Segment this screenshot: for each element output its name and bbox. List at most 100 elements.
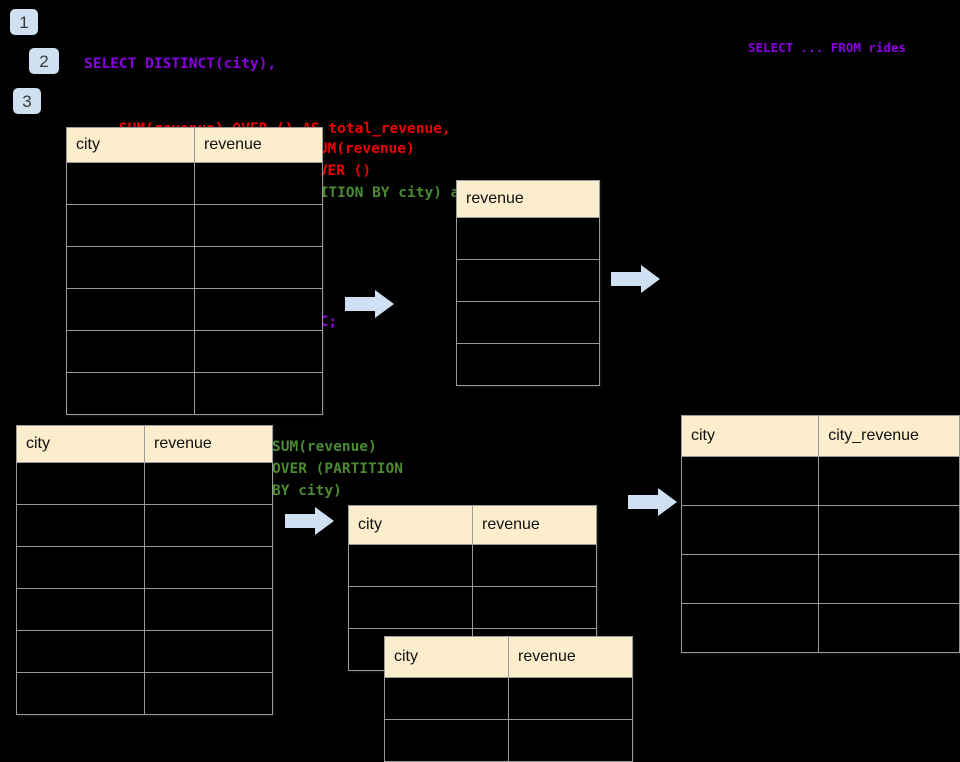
cell-revenue [472,544,597,587]
step-badge-3: 3 [13,88,41,114]
table-row [456,259,600,302]
cell-city [680,554,820,604]
cell-city [384,677,509,720]
cell-city [16,504,145,547]
cell-city [384,719,509,762]
cell-city [16,672,145,715]
column-header-city: city [66,127,195,163]
cell-city-revenue [818,554,960,604]
cell-revenue [144,588,273,631]
step-badge-1: 1 [10,9,38,35]
table-total-revenue: revenue [456,180,600,386]
flow-arrow-right-icon [611,265,660,293]
table-header-row: city revenue [16,425,273,463]
cell-revenue [194,204,323,247]
column-header-city: city [348,505,473,545]
column-header-revenue: revenue [456,180,600,218]
column-header-city: city [680,415,820,457]
cell-city [680,505,820,555]
annotation-over-partition: SUM(revenue) OVER (PARTITION BY city) [272,439,403,499]
cell-city [66,246,195,289]
cell-revenue [472,586,597,629]
cell-city-revenue [818,456,960,506]
cell-city [16,630,145,673]
column-header-city: city [384,636,509,678]
cell-city [348,586,473,629]
table-row [384,719,633,762]
table-header-row: city city_revenue [680,415,960,457]
flow-arrow-right-icon [628,488,677,516]
sql-side-note: SELECT ... FROM rides [748,40,907,55]
table-header-row: city revenue [348,505,597,545]
cell-city-revenue [818,505,960,555]
table-row [66,246,323,289]
table-final-result: city city_revenue [680,415,960,653]
table-row [66,288,323,331]
table-row [66,372,323,415]
cell-city [680,603,820,653]
annotation-over-empty: SUM(revenue) OVER () [310,141,415,179]
table-partition-group-a: city revenue [348,505,597,671]
table-row [16,504,273,547]
cell-revenue [508,677,633,720]
table-row [16,630,273,673]
cell-revenue [456,217,600,260]
column-header-revenue: revenue [144,425,273,463]
table-row [680,554,960,604]
column-header-revenue: revenue [508,636,633,678]
cell-revenue [144,630,273,673]
column-header-city: city [16,425,145,463]
cell-revenue [144,504,273,547]
table-row [16,546,273,589]
cell-city [66,372,195,415]
table-row [348,544,597,587]
cell-city [348,544,473,587]
cell-city [66,204,195,247]
table-row [680,603,960,653]
table-row [456,343,600,386]
cell-city [66,162,195,205]
table-row [16,588,273,631]
sql-line-select: SELECT DISTINCT(city), [84,56,277,72]
table-row [66,330,323,373]
cell-city [66,288,195,331]
table-row [384,677,633,720]
table-row [680,456,960,506]
cell-revenue [144,462,273,505]
cell-revenue [194,246,323,289]
cell-revenue [144,546,273,589]
flow-arrow-right-icon [285,507,334,535]
table-row [348,586,597,629]
table-row [456,301,600,344]
cell-city-revenue [818,603,960,653]
cell-city [66,330,195,373]
table-header-row: city revenue [66,127,323,163]
table-header-row: revenue [456,180,600,218]
cell-revenue [194,162,323,205]
table-rides-source-bottom: city revenue [16,425,273,715]
step-badge-2: 2 [29,48,59,74]
column-header-revenue: revenue [472,505,597,545]
table-row [680,505,960,555]
cell-city [16,546,145,589]
cell-revenue [456,301,600,344]
flow-arrow-right-icon [345,290,394,318]
cell-city [16,462,145,505]
table-row [16,672,273,715]
cell-revenue [456,259,600,302]
table-row [456,217,600,260]
cell-revenue [194,288,323,331]
table-row [66,162,323,205]
column-header-revenue: revenue [194,127,323,163]
table-header-row: city revenue [384,636,633,678]
cell-revenue [508,719,633,762]
cell-revenue [194,330,323,373]
cell-revenue [194,372,323,415]
cell-revenue [456,343,600,386]
column-header-city-revenue: city_revenue [818,415,960,457]
table-rides-source-top: city revenue [66,127,323,415]
cell-city [680,456,820,506]
cell-revenue [144,672,273,715]
cell-city [16,588,145,631]
table-row [66,204,323,247]
